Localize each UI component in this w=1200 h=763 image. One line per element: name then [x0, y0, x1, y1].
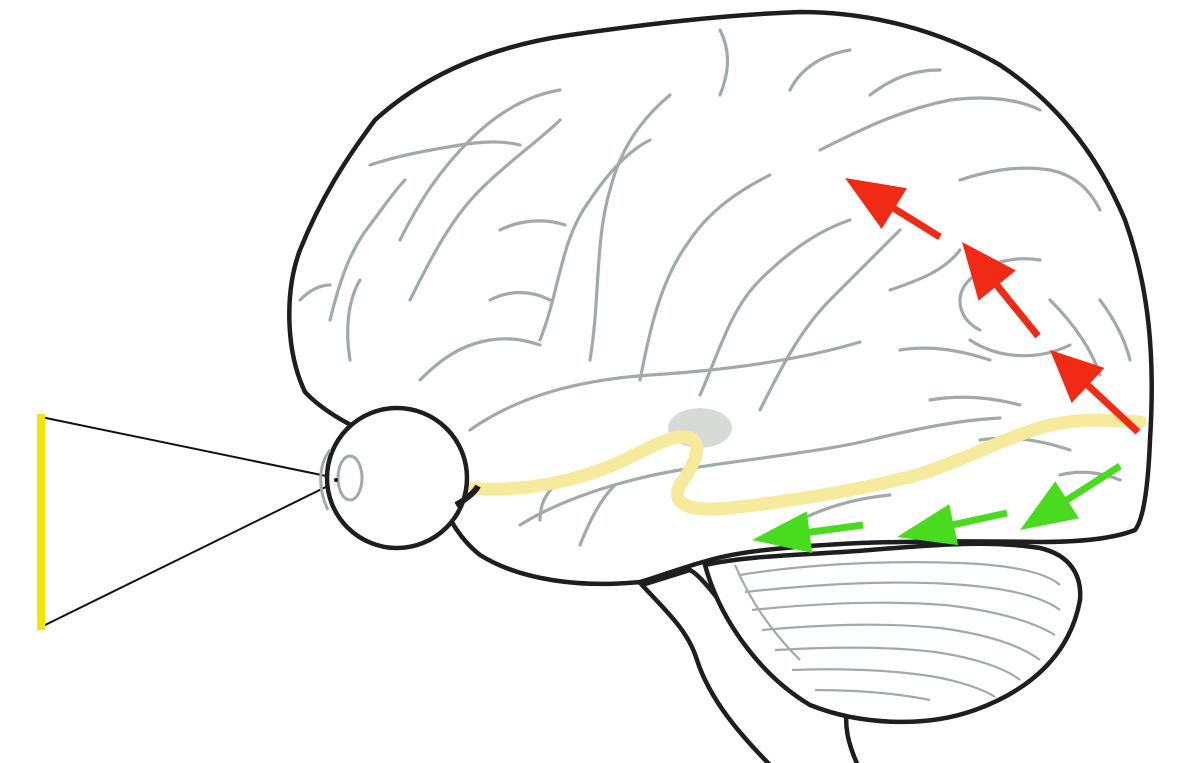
- visual-pathway: [448, 413, 1147, 516]
- cerebral-sulci: [298, 28, 1132, 547]
- sight-line-bottom: [40, 481, 337, 628]
- ventral-stream-arrows: [752, 463, 1122, 554]
- sight-lines: [40, 416, 337, 628]
- dorsal-arrow-2: [962, 242, 1041, 339]
- ventral-arrow-3: [752, 511, 864, 554]
- dorsal-stream-arrows: [845, 178, 1141, 435]
- dorsal-arrow-3: [845, 178, 942, 240]
- cornea: [319, 449, 332, 511]
- lens: [336, 454, 364, 502]
- ventral-arrow-1: [1020, 463, 1122, 530]
- brain-outline: [287, 9, 1154, 587]
- dorsal-arrow-1: [1050, 350, 1141, 435]
- cerebellum: [702, 541, 1083, 725]
- sight-line-top: [40, 416, 337, 479]
- ventral-arrow-2: [897, 504, 1008, 546]
- pupil-point: [334, 478, 338, 482]
- eye: [319, 405, 481, 551]
